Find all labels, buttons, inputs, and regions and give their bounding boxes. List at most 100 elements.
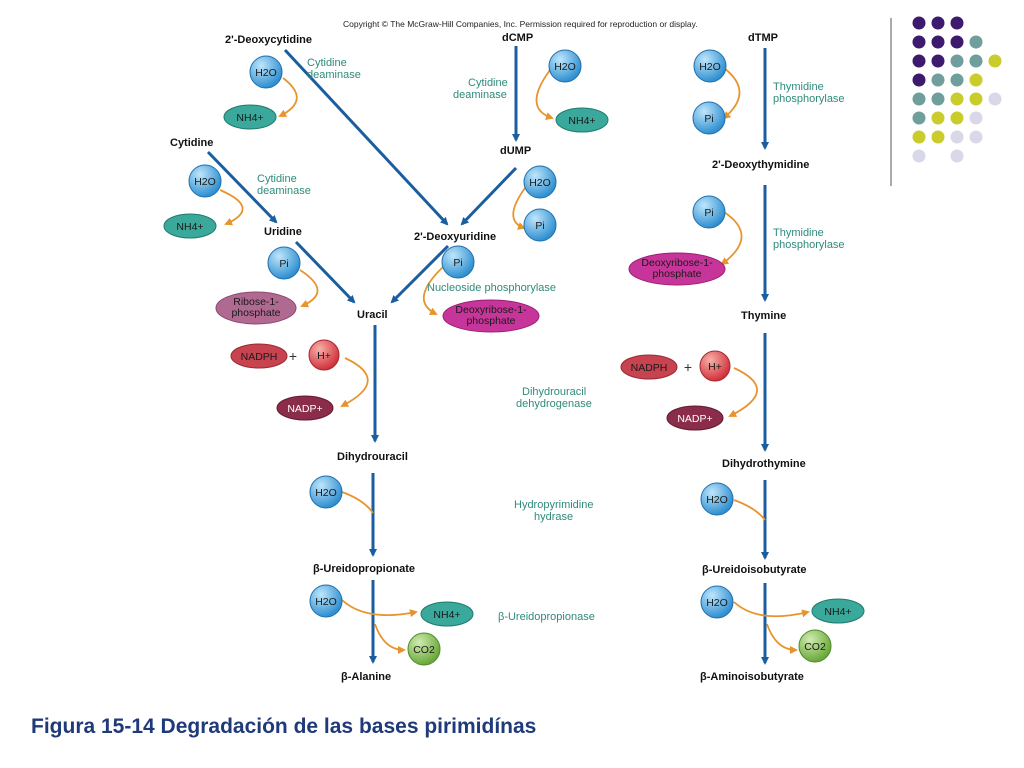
side-arrow-uridine: [299, 269, 319, 308]
side-arrow-deoxythymidine: [720, 211, 743, 266]
decorative-dot: [969, 54, 983, 68]
co2-molecule: CO2: [407, 632, 441, 666]
ammonium-ion: NH4+: [163, 213, 217, 239]
enzyme-cytidine-deaminase-2: Cytidine deaminase: [257, 173, 311, 197]
enzyme-nucleoside-phosphorylase: Nucleoside phosphorylase: [427, 282, 556, 294]
compound-alanine: β-Alanine: [341, 671, 391, 683]
nadp-molecule: NADP+: [666, 405, 724, 431]
decorative-dot: [912, 111, 926, 125]
compound-aminoisobutyrate: β-Aminoisobutyrate: [700, 671, 804, 683]
side-arrow-ureidoisobutyrate-co2: [766, 623, 798, 654]
svg-text:NH4+: NH4+: [433, 609, 460, 621]
side-reaction-arrows: [219, 67, 810, 654]
decorative-dot: [912, 149, 926, 163]
ammonium-ion: NH4+: [420, 601, 474, 627]
decorative-dot: [950, 130, 964, 144]
decorative-dot: [950, 111, 964, 125]
svg-text:H2O: H2O: [315, 596, 337, 608]
side-arrow-deoxyuridine: [422, 265, 445, 315]
phosphate-molecule: Pi: [267, 246, 301, 280]
svg-text:NADP+: NADP+: [677, 413, 712, 425]
compound-deoxyuridine: 2'-Deoxyuridine: [414, 231, 496, 243]
compound-thymine: Thymine: [741, 310, 786, 322]
ammonium-ion: NH4+: [811, 598, 865, 624]
ammonium-ion: NH4+: [223, 104, 277, 130]
svg-text:Pi: Pi: [279, 258, 288, 270]
decorative-dot: [912, 35, 926, 49]
side-arrow-uracil-nadph: [340, 357, 369, 407]
svg-text:NADPH: NADPH: [241, 351, 278, 363]
decorative-dot: [950, 35, 964, 49]
enzyme-thymidine-phosphorylase-2: Thymidine phosphorylase: [773, 227, 845, 251]
phosphate-molecule: Pi: [523, 208, 557, 242]
decorative-dot: [969, 130, 983, 144]
svg-text:NADP+: NADP+: [287, 403, 322, 415]
proton: H+: [308, 339, 340, 371]
water-molecule: H2O: [548, 49, 582, 83]
decorative-dot: [950, 16, 964, 30]
water-molecule: H2O: [693, 49, 727, 83]
co2-molecule: CO2: [798, 629, 832, 663]
svg-text:H2O: H2O: [699, 61, 721, 73]
deoxyribose-1-phosphate: Deoxyribose-1-phosphate: [628, 252, 726, 286]
side-arrow-dcmp: [535, 69, 554, 120]
enzyme-cytidine-deaminase-3: Cytidine deaminase: [453, 77, 511, 101]
svg-text:CO2: CO2: [804, 641, 826, 653]
compound-dump: dUMP: [500, 145, 531, 157]
side-arrow-ureidopropionate-co2: [374, 623, 406, 654]
side-arrow-dump: [512, 187, 526, 230]
svg-text:H2O: H2O: [194, 176, 216, 188]
decorative-dot: [950, 92, 964, 106]
svg-text:Pi: Pi: [453, 257, 462, 269]
svg-text:H2O: H2O: [706, 494, 728, 506]
phosphate-molecule: Pi: [441, 245, 475, 279]
sugar-phosphates: Ribose-1-phosphate Deoxyribose-1-phospha…: [215, 252, 726, 333]
decorative-dot: [931, 35, 945, 49]
water-molecule: H2O: [309, 475, 343, 509]
copyright-notice: Copyright © The McGraw-Hill Companies, I…: [343, 19, 698, 29]
decorative-dot: [931, 130, 945, 144]
phosphate-molecule: Pi: [692, 101, 726, 135]
decorative-dot: [912, 73, 926, 87]
decorative-dot: [950, 73, 964, 87]
deoxyribose-1-phosphate: Deoxyribose-1-phosphate: [442, 299, 540, 333]
main-pathway-arrows: [206, 46, 769, 665]
side-arrow-thymine-nadph: [728, 367, 758, 417]
svg-text:H+: H+: [708, 361, 722, 373]
decorative-dot: [988, 54, 1002, 68]
side-arrow-dihydrouracil: [341, 491, 374, 514]
svg-text:H2O: H2O: [255, 67, 277, 79]
compound-deoxycytidine: 2'-Deoxycytidine: [225, 34, 312, 46]
side-arrow-ureidoisobutyrate-nh4: [733, 601, 810, 618]
phosphate-molecule: Pi: [692, 195, 726, 229]
proton: H+: [699, 350, 731, 382]
decorative-dot: [931, 73, 945, 87]
figure-title: Figura 15-14 Degradación de las bases pi…: [31, 715, 537, 738]
decorative-dot: [912, 92, 926, 106]
svg-text:CO2: CO2: [413, 644, 435, 656]
compound-uridine: Uridine: [264, 226, 302, 238]
ammonium-ions: NH4+ NH4+ NH4+ NH4+ NH4+: [163, 104, 865, 627]
svg-text:NH4+: NH4+: [236, 112, 263, 124]
compound-uracil: Uracil: [357, 309, 388, 321]
compound-cytidine: Cytidine: [170, 137, 213, 149]
svg-text:NH4+: NH4+: [824, 606, 851, 618]
decorative-dot: [969, 35, 983, 49]
decorative-dot: [931, 92, 945, 106]
decorative-dot: [969, 92, 983, 106]
compound-labels: 2'-Deoxycytidine Cytidine Uridine dCMP d…: [170, 32, 809, 683]
compound-ureidopropionate: β-Ureidopropionate: [313, 563, 415, 575]
enzyme-thymidine-phosphorylase-1: Thymidine phosphorylase: [773, 81, 845, 105]
svg-text:NADPH: NADPH: [631, 362, 668, 374]
arrow-uridine-to-uracil: [294, 240, 356, 304]
nadph-molecule: NADPH: [620, 354, 678, 380]
plus-sign: +: [684, 359, 692, 375]
phosphate-molecules: Pi Pi Pi Pi Pi: [267, 101, 726, 280]
nadph-molecule: NADPH: [230, 343, 288, 369]
arrow-cytidine-to-uridine: [206, 150, 278, 224]
svg-text:Pi: Pi: [704, 207, 713, 219]
compound-dihydrothymine: Dihydrothymine: [722, 458, 806, 470]
svg-text:H2O: H2O: [315, 487, 337, 499]
decorative-dot: [931, 16, 945, 30]
